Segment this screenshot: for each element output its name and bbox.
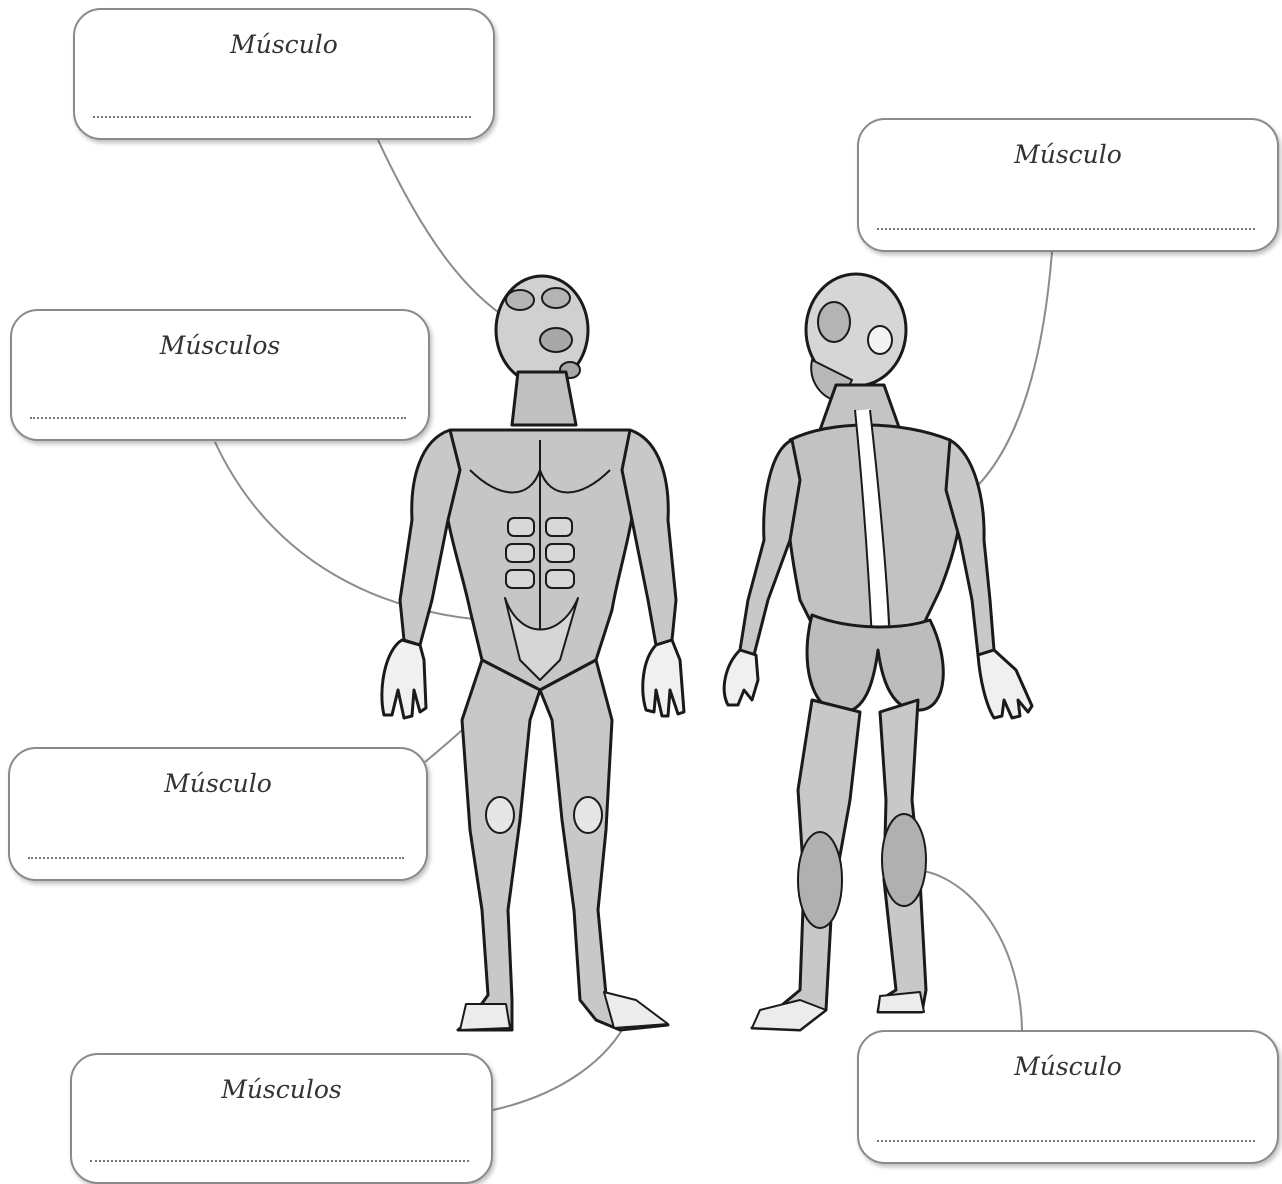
front-right-hand [643,640,684,716]
label-title: Músculo [75,30,493,59]
answer-line [877,1140,1255,1142]
back-body-figure [724,274,1032,1030]
front-right-leg [540,660,668,1030]
front-left-hand [382,640,426,718]
label-box-upper-back[interactable]: Músculo [857,118,1279,252]
label-title: Músculos [72,1075,491,1104]
answer-line [28,857,404,859]
label-title: Músculo [859,1052,1277,1081]
connector-foot [493,1015,630,1110]
label-title: Músculo [10,769,426,798]
answer-line [90,1160,469,1162]
back-glutes [807,615,943,712]
label-box-foot[interactable]: Músculos [70,1053,493,1184]
label-box-abdomen[interactable]: Músculos [10,309,430,441]
label-box-head[interactable]: Músculo [73,8,495,140]
answer-line [93,116,471,118]
front-left-leg [458,660,540,1030]
answer-line [877,228,1255,230]
answer-line [30,417,406,419]
connector-calf [912,870,1022,1030]
front-right-arm [622,430,676,645]
label-box-calf[interactable]: Músculo [857,1030,1279,1164]
label-title: Músculo [859,140,1277,169]
label-box-thigh[interactable]: Músculo [8,747,428,881]
back-right-hand [978,650,1032,718]
label-title: Músculos [12,331,428,360]
back-left-hand [724,650,758,705]
